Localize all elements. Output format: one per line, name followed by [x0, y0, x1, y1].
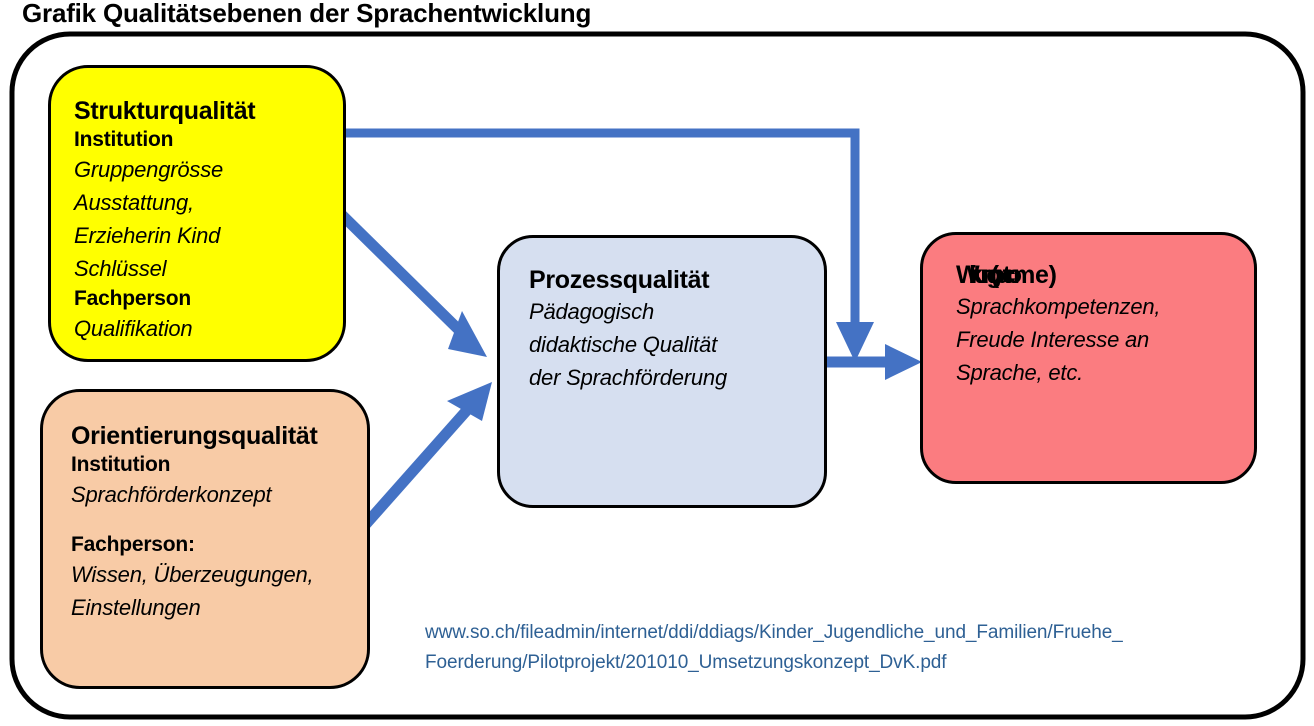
edge-struktur-to-wirkung	[340, 128, 874, 362]
node-prozessqualitaet-text: Prozessqualität Pädagogisch didaktische …	[500, 238, 824, 394]
node-prozessqualitaet-item-2: didaktische Qualität	[529, 332, 717, 357]
node-strukturqualitaet-heading: Strukturqualität	[74, 97, 256, 125]
outer-frame	[9, 31, 1306, 720]
node-strukturqualitaet-item-2: Ausstattung,	[74, 190, 194, 215]
node-wirkung-item-3: Sprache, etc.	[956, 360, 1084, 385]
node-wirkung-item-1: Sprachkompetenzen,	[956, 294, 1161, 319]
node-wirkung-heading-main: Wirkung (outco	[956, 261, 1022, 289]
node-prozessqualitaet-item-3: der Sprachförderung	[529, 365, 727, 390]
node-wirkung-item-2: Freude Interesse an	[956, 327, 1150, 352]
node-orientierungsqualitaet-subheading-2: Fachperson:	[71, 533, 195, 556]
edge-struktur-to-prozess	[336, 209, 487, 357]
source-url[interactable]: www.so.ch/fileadmin/internet/ddi/ddiags/…	[425, 618, 1123, 678]
node-strukturqualitaet-subheading-2: Fachperson	[74, 287, 192, 310]
edge-prozess-to-wirkung	[827, 344, 922, 380]
node-wirkung-heading-tail: me)	[1013, 261, 1057, 289]
node-strukturqualitaet[interactable]: Strukturqualität Institution Gruppengrös…	[48, 65, 346, 362]
source-url-line-1: www.so.ch/fileadmin/internet/ddi/ddiags/…	[425, 622, 1123, 643]
node-orientierungsqualitaet-subheading-1: Institution	[71, 453, 171, 476]
node-orientierungsqualitaet[interactable]: Orientierungsqualität Institution Sprach…	[40, 389, 370, 689]
node-wirkung[interactable]: Wirkung (outcome) Sprachkompetenzen, Fre…	[920, 232, 1257, 484]
node-wirkung-heading: Wirkung (outcome)	[956, 260, 1254, 290]
node-strukturqualitaet-item-1: Gruppengrösse	[74, 157, 224, 182]
node-prozessqualitaet[interactable]: Prozessqualität Pädagogisch didaktische …	[497, 235, 827, 508]
edge-orientierung-to-prozess	[353, 382, 492, 537]
node-wirkung-text: Wirkung (outcome) Sprachkompetenzen, Fre…	[923, 235, 1254, 389]
node-strukturqualitaet-subheading-1: Institution	[74, 128, 174, 151]
node-strukturqualitaet-item-5: Qualifikation	[74, 316, 193, 341]
source-url-line-2: Foerderung/Pilotprojekt/201010_Umsetzung…	[425, 652, 947, 673]
page-title: Grafik Qualitätsebenen der Sprachentwick…	[22, 0, 592, 28]
node-orientierungsqualitaet-item-3: Einstellungen	[71, 595, 201, 620]
node-strukturqualitaet-item-4: Schlüssel	[74, 256, 167, 281]
node-orientierungsqualitaet-item-1: Sprachförderkonzept	[71, 482, 272, 507]
node-orientierungsqualitaet-item-2: Wissen, Überzeugungen,	[71, 562, 314, 587]
node-strukturqualitaet-text: Strukturqualität Institution Gruppengrös…	[51, 68, 343, 345]
node-prozessqualitaet-item-1: Pädagogisch	[529, 299, 655, 324]
node-orientierungsqualitaet-heading: Orientierungsqualität	[71, 422, 318, 450]
node-prozessqualitaet-heading: Prozessqualität	[529, 266, 710, 294]
node-strukturqualitaet-item-3: Erzieherin Kind	[74, 223, 221, 248]
node-orientierungsqualitaet-text: Orientierungsqualität Institution Sprach…	[43, 392, 367, 624]
node-orientierungsqualitaet-spacer	[71, 511, 367, 531]
